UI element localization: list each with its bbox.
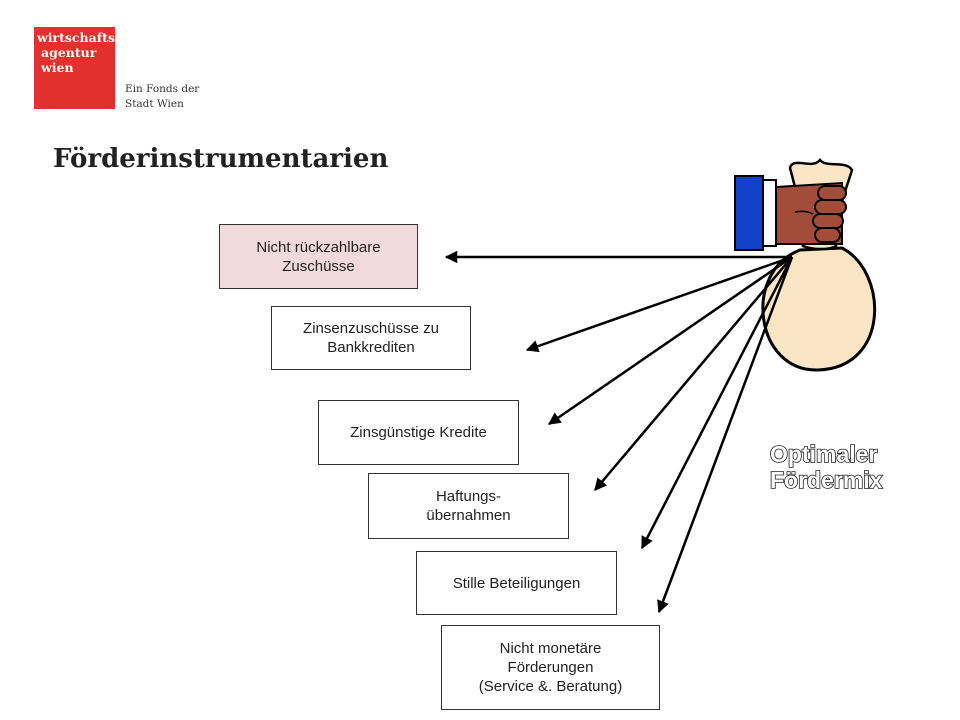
box-haftungsuebernahmen: Haftungs- übernahmen [368,473,569,539]
logo-line: agentur [41,45,97,60]
box-stille-beteiligungen: Stille Beteiligungen [416,551,617,615]
arrow [640,256,794,550]
brand-logo: wirtschafts agentur wien [34,27,115,109]
arrow [525,255,793,353]
mix-line: Fördermix [769,466,883,494]
arrow [594,256,793,491]
page-title: Förderinstrumentarien [53,144,389,174]
logo-subtitle-line: Stadt Wien [125,98,184,110]
logo-line: wirtschafts [37,30,115,45]
logo-subtitle: Ein Fonds der Stadt Wien [125,82,199,112]
optimaler-foerdermix-label: Optimaler Fördermix [769,440,883,494]
mix-line: Optimaler [769,440,878,468]
arrow [657,256,794,614]
box-nicht-rueckzahlbare-zuschuesse: Nicht rückzahlbare Zuschüsse [219,224,418,289]
box-zinsguenstige-kredite: Zinsgünstige Kredite [318,400,519,465]
logo-subtitle-line: Ein Fonds der [125,83,200,95]
box-nicht-monetaere-foerderungen: Nicht monetäre Förderungen (Service &. B… [441,625,660,710]
arrows [444,250,794,614]
box-zinsenzuschuesse: Zinsenzuschüsse zu Bankkrediten [271,306,471,370]
hand-icon [734,175,847,251]
logo-line: wien [41,60,74,75]
arrow [547,255,793,426]
